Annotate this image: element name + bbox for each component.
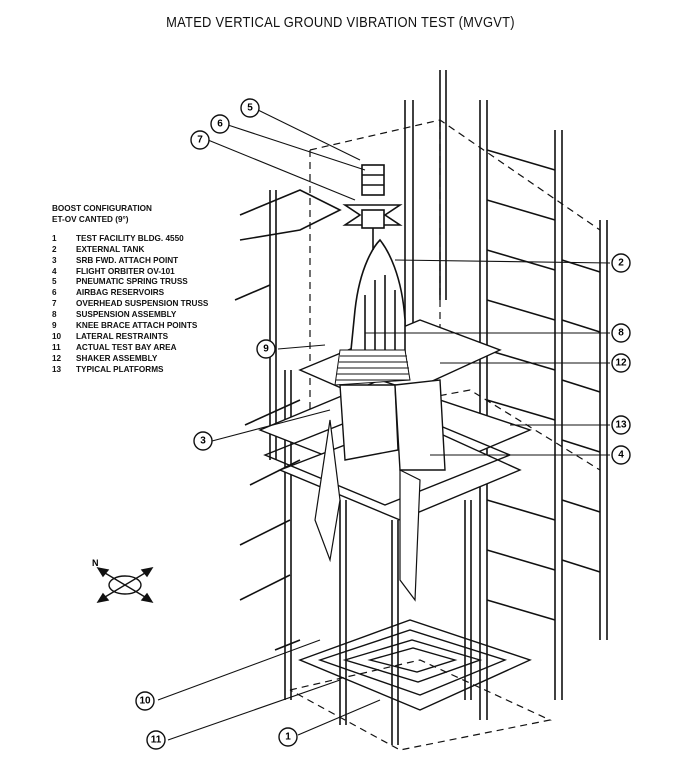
legend-item-number: 5 xyxy=(52,277,57,287)
callout-12: 12 xyxy=(611,353,631,373)
legend-item: 8 SUSPENSION ASSEMBLY xyxy=(52,310,208,321)
overhead-suspension-truss xyxy=(342,164,403,250)
callout-circle xyxy=(611,415,631,435)
callout-8: 8 xyxy=(611,323,631,343)
legend-item-number: 1 xyxy=(52,233,57,243)
legend-item-number: 9 xyxy=(52,321,57,331)
legend-item: 2 EXTERNAL TANK xyxy=(52,245,208,256)
legend-item-label: AIRBAG RESERVOIRS xyxy=(76,288,165,298)
legend-item-label: OVERHEAD SUSPENSION TRUSS xyxy=(76,299,209,309)
compass-icon xyxy=(96,566,154,604)
callout-number: 7 xyxy=(197,135,203,146)
legend-item-number: 10 xyxy=(52,331,62,341)
legend-item: 6 AIRBAG RESERVOIRS xyxy=(52,288,208,299)
callout-2: 2 xyxy=(611,253,631,273)
legend-item-number: 2 xyxy=(52,244,57,254)
callout-11: 11 xyxy=(146,730,166,750)
compass-north-label: N xyxy=(92,558,99,568)
legend-item-label: KNEE BRACE ATTACH POINTS xyxy=(76,321,198,331)
legend-item-label: ACTUAL TEST BAY AREA xyxy=(76,342,177,352)
legend-item: 7 OVERHEAD SUSPENSION TRUSS xyxy=(52,299,208,310)
legend-item-label: SHAKER ASSEMBLY xyxy=(76,353,158,363)
legend-item-number: 7 xyxy=(52,299,57,309)
legend-item: 1 TEST FACILITY BLDG. 4550 xyxy=(52,234,208,245)
legend-item-label: FLIGHT ORBITER OV-101 xyxy=(76,266,175,276)
orbiter-midsection xyxy=(314,349,446,602)
callout-10: 10 xyxy=(135,691,155,711)
callout-number: 2 xyxy=(618,258,624,269)
legend-item: 3 SRB FWD. ATTACH POINT xyxy=(52,256,208,267)
callout-circle xyxy=(135,691,155,711)
external-tank xyxy=(349,238,406,361)
legend-item: 11 ACTUAL TEST BAY AREA xyxy=(52,343,208,354)
callout-circle xyxy=(210,114,230,134)
callout-circle xyxy=(611,253,631,273)
legend-item-number: 3 xyxy=(52,255,57,265)
legend-item: 5 PNEUMATIC SPRING TRUSS xyxy=(52,277,208,288)
legend-item-label: LATERAL RESTRAINTS xyxy=(76,331,169,341)
callout-circle xyxy=(278,727,298,747)
legend-item-number: 11 xyxy=(52,342,61,352)
callout-number: 4 xyxy=(618,450,624,461)
callout-circle xyxy=(146,730,166,750)
legend-items: 1 TEST FACILITY BLDG. 4550 2 EXTERNAL TANK 3… xyxy=(52,234,208,376)
callout-9: 9 xyxy=(256,339,276,359)
callout-number: 3 xyxy=(200,436,206,447)
callout-circle xyxy=(611,353,631,373)
callout-number: 12 xyxy=(615,358,627,369)
callout-3: 3 xyxy=(193,431,213,451)
callout-number: 11 xyxy=(151,735,162,746)
callout-number: 8 xyxy=(618,328,624,339)
callout-circle xyxy=(256,339,276,359)
legend-item-number: 12 xyxy=(52,353,62,363)
legend-item-label: TYPICAL PLATFORMS xyxy=(76,364,164,374)
legend-item-label: EXTERNAL TANK xyxy=(76,244,145,254)
legend-item: 13 TYPICAL PLATFORMS xyxy=(52,365,208,376)
callout-circle xyxy=(611,445,631,465)
callout-number: 5 xyxy=(247,103,253,114)
callout-7: 7 xyxy=(190,130,210,150)
callout-4: 4 xyxy=(611,445,631,465)
callout-circle xyxy=(240,98,260,118)
legend-item: 4 FLIGHT ORBITER OV-101 xyxy=(52,267,208,278)
legend-item-number: 13 xyxy=(52,364,62,374)
callout-number: 1 xyxy=(285,732,291,743)
legend-item-number: 8 xyxy=(52,310,57,320)
legend-heading-2: ET-OV CANTED (9°) xyxy=(52,214,129,224)
callout-number: 9 xyxy=(263,344,269,355)
legend-heading-1: BOOST CONFIGURATION xyxy=(52,204,152,213)
legend-item-label: SUSPENSION ASSEMBLY xyxy=(76,310,177,320)
legend-item-label: SRB FWD. ATTACH POINT xyxy=(76,255,179,265)
legend-item: 9 KNEE BRACE ATTACH POINTS xyxy=(52,321,208,332)
callout-number: 13 xyxy=(615,420,627,431)
callout-number: 10 xyxy=(139,696,151,707)
callout-6: 6 xyxy=(210,114,230,134)
test-bay-floor xyxy=(298,619,532,711)
callout-number: 6 xyxy=(217,119,223,130)
diagram-title: MATED VERTICAL GROUND VIBRATION TEST (MV… xyxy=(166,14,515,31)
callout-13: 13 xyxy=(611,415,631,435)
callout-circle xyxy=(611,323,631,343)
legend-item: 10 LATERAL RESTRAINTS xyxy=(52,332,208,343)
legend-item-label: PNEUMATIC SPRING TRUSS xyxy=(76,277,188,287)
leader-lines xyxy=(157,109,611,741)
legend-item-number: 4 xyxy=(52,266,57,276)
callout-5: 5 xyxy=(240,98,260,118)
legend-item: 12 SHAKER ASSEMBLY xyxy=(52,354,208,365)
callout-1: 1 xyxy=(278,727,298,747)
legend-item-number: 6 xyxy=(52,288,57,298)
legend-item-label: TEST FACILITY BLDG. 4550 xyxy=(76,233,184,243)
callout-circle xyxy=(193,431,213,451)
callout-circle xyxy=(190,130,210,150)
